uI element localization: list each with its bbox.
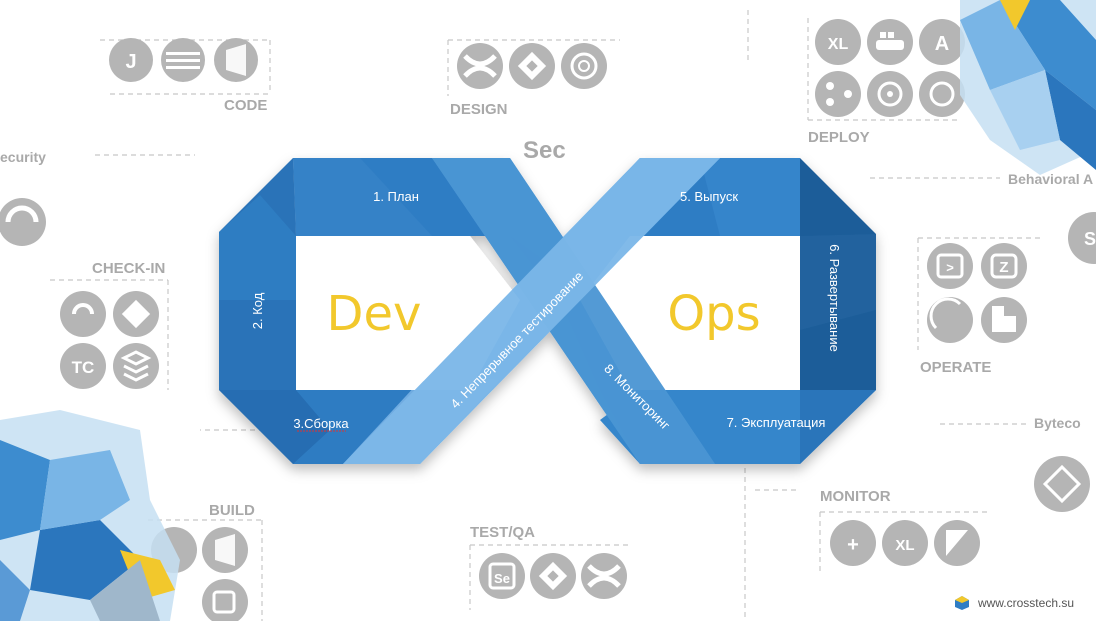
tableau-icon: + xyxy=(830,520,876,566)
shape-icon xyxy=(981,297,1027,343)
monitor-label: MONITOR xyxy=(820,488,891,505)
security-tool-icon xyxy=(0,198,46,246)
stage-release-label: 5. Выпуск xyxy=(680,189,738,204)
chef-icon xyxy=(919,71,965,117)
footer: www.crosstech.su xyxy=(954,595,1074,611)
visual-studio-build-icon xyxy=(202,527,248,573)
design-group: DESIGN xyxy=(447,39,620,118)
selenium-icon: Se xyxy=(479,553,525,599)
check-in-label: CHECK-IN xyxy=(92,260,165,277)
stage-build-label: 3.Сборка xyxy=(293,416,349,431)
dev-label: Dev xyxy=(327,286,422,342)
code-group: J CODE xyxy=(100,38,271,114)
pipeline-icon xyxy=(815,71,861,117)
deploy-label: DEPLOY xyxy=(808,129,870,146)
intellij-icon: J xyxy=(109,38,153,82)
docker-icon xyxy=(867,19,913,65)
footer-url[interactable]: www.crosstech.su xyxy=(977,596,1074,610)
svg-text:>: > xyxy=(946,260,954,275)
stage-deploy-label: 6. Развертывание xyxy=(827,244,842,352)
svg-text:XL: XL xyxy=(828,36,849,53)
security-group: ecurity xyxy=(0,149,195,246)
stack-icon xyxy=(113,343,159,389)
powershell-icon: > xyxy=(927,243,973,289)
crosstech-logo-icon xyxy=(954,596,969,610)
background-tools: J CODE DESIGN XL A DEPLOY ecurity xyxy=(0,10,1096,621)
zabbix-icon: Z xyxy=(981,243,1027,289)
svg-text:S: S xyxy=(1084,229,1096,249)
monitor-group: MONITOR + XL xyxy=(819,488,990,575)
svg-text:TC: TC xyxy=(72,358,95,377)
teamcity-icon: TC xyxy=(60,343,106,389)
behavioral-label: Behavioral A xyxy=(1008,171,1093,187)
check-in-group: CHECK-IN TC xyxy=(50,260,169,390)
stage-code-label: 2. Код xyxy=(250,292,265,329)
gradle-icon xyxy=(202,579,248,621)
ansible-icon: A xyxy=(919,19,965,65)
test-qa-group: TEST/QA Se xyxy=(469,524,630,610)
stage-operate-label: 7. Эксплуатация xyxy=(727,415,826,430)
ops-label: Ops xyxy=(667,286,760,342)
svg-text:+: + xyxy=(847,534,859,556)
test-qa-label: TEST/QA xyxy=(470,524,535,541)
xl-deploy-icon: XL xyxy=(815,19,861,65)
sec-label: Sec xyxy=(523,137,566,164)
confluence-icon xyxy=(457,43,503,89)
behavioral-tool-icon: S xyxy=(1068,212,1096,264)
bytecode-label: Byteco xyxy=(1034,415,1081,431)
code-label: CODE xyxy=(224,97,267,114)
svg-text:Se: Se xyxy=(494,571,510,586)
moon-icon xyxy=(927,297,973,343)
svg-text:A: A xyxy=(935,33,949,55)
deploy-group: XL A DEPLOY xyxy=(747,10,965,146)
confluence-test-icon xyxy=(581,553,627,599)
bytecode-group: Byteco xyxy=(940,415,1090,512)
security-label: ecurity xyxy=(0,149,46,165)
svg-text:J: J xyxy=(125,51,136,73)
behavioral-group: Behavioral A S xyxy=(870,171,1096,264)
svg-text:XL: XL xyxy=(895,537,914,554)
crucible-icon xyxy=(60,291,106,337)
jira-test-icon xyxy=(530,553,576,599)
kubernetes-icon xyxy=(867,71,913,117)
xl-release-icon: XL xyxy=(882,520,928,566)
stage-plan-label: 1. План xyxy=(373,189,419,204)
eclipse-icon xyxy=(161,38,205,82)
jira-icon xyxy=(509,43,555,89)
svg-text:Z: Z xyxy=(999,259,1008,276)
opsgenie-icon xyxy=(561,43,607,89)
kibana-icon xyxy=(934,520,980,566)
bytecode-tool-icon xyxy=(1034,456,1090,512)
operate-label: OPERATE xyxy=(920,359,991,376)
corner-decoration-top-right xyxy=(960,0,1096,175)
visual-studio-icon xyxy=(214,38,258,82)
infinity-loop xyxy=(219,158,876,464)
operate-group: > Z OPERATE xyxy=(917,237,1040,376)
build-label: BUILD xyxy=(209,502,255,519)
corner-decoration-bottom-left xyxy=(0,410,180,621)
git-icon xyxy=(113,291,159,337)
design-label: DESIGN xyxy=(450,101,508,118)
